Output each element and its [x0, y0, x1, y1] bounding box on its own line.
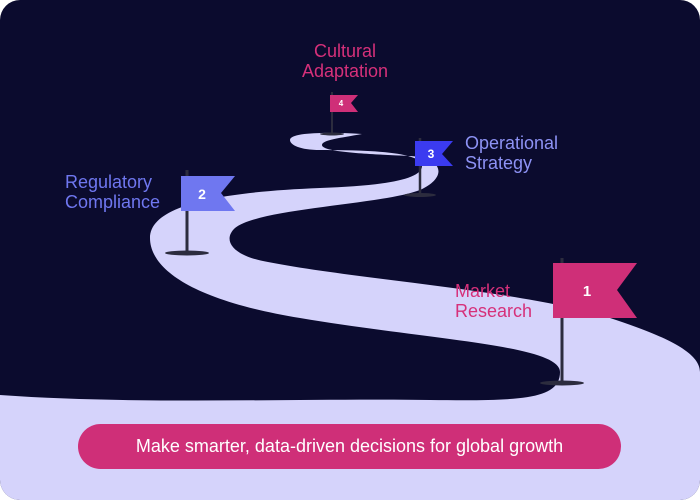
flag-base: [540, 380, 584, 386]
flag-4: 4: [320, 92, 358, 136]
flag-number: 4: [339, 99, 344, 108]
flag-number: 2: [198, 186, 206, 202]
flag-base: [320, 132, 344, 136]
flag-base: [165, 250, 209, 256]
flag-number: 3: [428, 147, 435, 161]
flag-banner: [415, 141, 453, 166]
flag-banner: [330, 95, 358, 112]
flag-banner: [553, 263, 637, 318]
flag-base: [404, 193, 436, 197]
cta-banner[interactable]: Make smarter, data-driven decisions for …: [78, 424, 621, 469]
flag-2: 2: [165, 170, 235, 256]
winding-road: [0, 132, 700, 500]
step-label-operational-strategy: Operational Strategy: [465, 133, 559, 173]
step-label-regulatory-compliance: Regulatory Compliance: [65, 172, 161, 212]
step-label-market-research: Market Research: [455, 281, 533, 321]
flag-banner: [181, 176, 235, 211]
flag-3: 3: [404, 138, 453, 197]
flag-1: 1: [540, 258, 637, 386]
flag-number: 1: [583, 283, 591, 300]
step-label-cultural-adaptation: Cultural Adaptation: [301, 41, 389, 81]
